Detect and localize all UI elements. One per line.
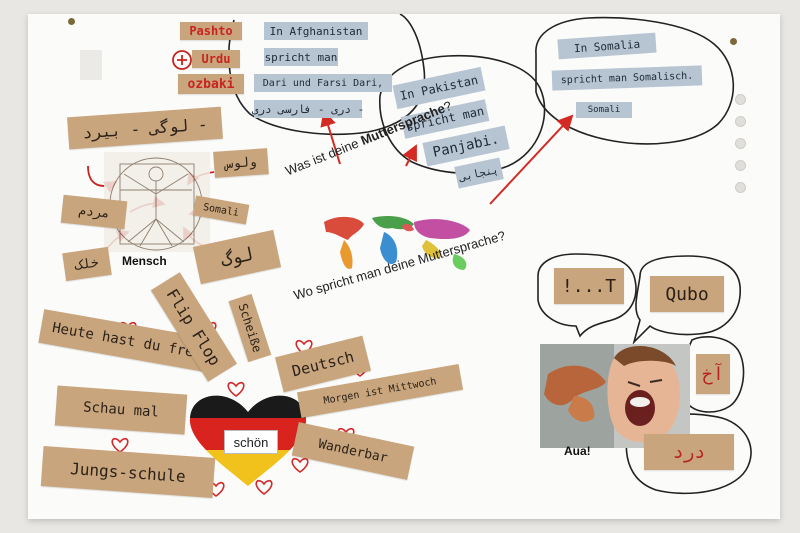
punch-hole: [735, 94, 746, 105]
screaming-boy-photo: [540, 344, 690, 448]
arrow-to-pakistan: [402, 144, 417, 167]
exclamation-4: درد: [644, 434, 734, 470]
punch-hole: [735, 182, 746, 193]
card-ozbaki: ozbaki: [178, 74, 244, 94]
afghanistan-line-1: In Afghanistan: [264, 22, 368, 40]
bubble-exclaim-2: [632, 255, 741, 345]
card-urdu: Urdu: [192, 50, 240, 68]
somalia-line-3: Somali: [576, 102, 632, 118]
aua-label: Aua!: [564, 444, 591, 458]
pin: [68, 18, 75, 25]
arrow-to-afghanistan: [320, 110, 341, 165]
afghanistan-line-4: دری - فارسی دری -: [252, 100, 364, 118]
exclamation-3: آخ: [696, 354, 730, 394]
afghanistan-line-3: Dari und Farsi Dari,: [254, 74, 392, 92]
vitruvian-man: [104, 152, 210, 252]
pin: [730, 38, 737, 45]
exclamation-1: !...T: [554, 268, 624, 304]
exclamation-2: Qubo: [650, 276, 724, 312]
punch-hole: [735, 160, 746, 171]
card-pashto: Pashto: [180, 22, 242, 40]
bubble-exclaim-1: [537, 253, 637, 338]
punch-hole: [735, 116, 746, 127]
bubble-somalia: [535, 16, 735, 145]
arrow-to-somalia: [489, 114, 574, 205]
poster: Pashto Urdu ozbaki In Afghanistan sprich…: [28, 14, 780, 519]
faint-note: [80, 50, 102, 80]
punch-hole: [735, 138, 746, 149]
afghanistan-line-2: spricht man: [264, 48, 338, 66]
human-label: Mensch: [122, 254, 167, 268]
heart-label: schön: [224, 430, 278, 454]
drawing-overlay: [87, 14, 752, 497]
human-word-2: ولوس: [213, 148, 269, 178]
world-map: [324, 216, 470, 270]
